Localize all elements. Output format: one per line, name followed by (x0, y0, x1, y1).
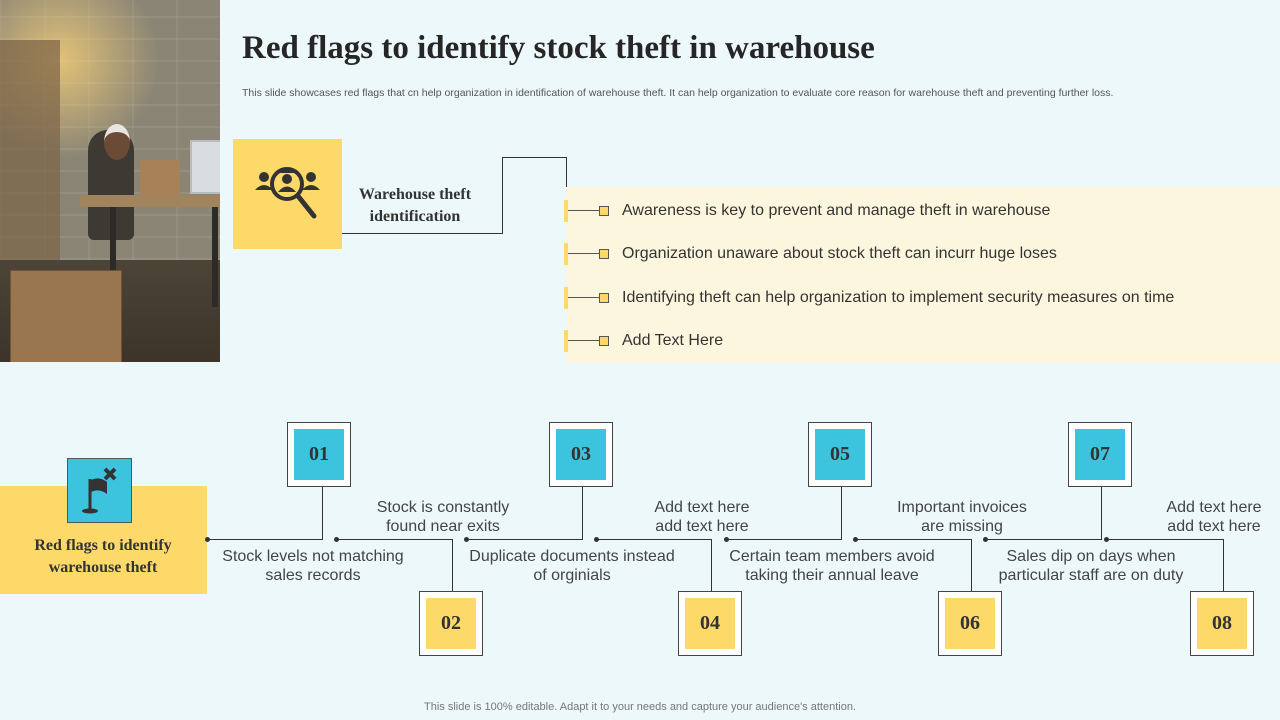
step-number-box-03: 03 (549, 422, 613, 487)
red-flags-label-line2: warehouse theft (48, 559, 158, 576)
identification-icon-box (233, 139, 342, 249)
bullet-item: Add Text Here (564, 330, 1280, 352)
step-text-line: add text here (655, 518, 749, 535)
step-number: 03 (556, 429, 606, 480)
step-number-box-07: 07 (1068, 422, 1132, 487)
step-number: 01 (294, 429, 344, 480)
connector-line (502, 157, 503, 234)
step-text-line: Add text here (654, 499, 750, 516)
red-flags-label-line1: Red flags to identify (34, 537, 172, 554)
step-text-line: Stock levels not matching (222, 548, 404, 565)
step-number: 06 (945, 598, 995, 649)
step-number-box-05: 05 (808, 422, 872, 487)
step-text-08: Add text here add text here (1150, 498, 1278, 536)
connector-line (502, 157, 567, 158)
step-text-line: of orginials (533, 567, 611, 584)
timeline-line (336, 539, 452, 540)
timeline-line (466, 539, 582, 540)
step-text-line: taking their annual leave (745, 567, 919, 584)
step-text-line: Duplicate documents instead (469, 548, 675, 565)
bullet-text: Awareness is key to prevent and manage t… (622, 202, 1051, 219)
timeline-line (711, 539, 712, 591)
connector-line (342, 233, 502, 234)
step-text-line: Certain team members avoid (729, 548, 935, 565)
identification-label-line1: Warehouse theft (358, 186, 472, 203)
slide-subtitle: This slide showcases red flags that cn h… (242, 87, 1114, 99)
timeline-line (582, 487, 583, 540)
identification-label-line2: identification (369, 208, 461, 225)
step-text-line: found near exits (386, 518, 500, 535)
step-text-line: Stock is constantly (376, 499, 510, 516)
timeline-line (322, 487, 323, 540)
step-text-line: Add text here (1166, 499, 1262, 516)
step-number-box-08: 08 (1190, 591, 1254, 656)
bullet-item: Organization unaware about stock theft c… (564, 243, 1280, 265)
timeline-line (207, 539, 322, 540)
step-text-06: Important invoices are missing (862, 498, 1062, 536)
bullet-text: Identifying theft can help organization … (622, 289, 1175, 306)
step-number: 08 (1197, 598, 1247, 649)
identification-label: Warehouse theft identification (342, 184, 488, 228)
timeline-line (1223, 539, 1224, 591)
bullet-text: Organization unaware about stock theft c… (622, 245, 1057, 262)
step-text-line: particular staff are on duty (998, 567, 1184, 584)
timeline-line (1106, 539, 1224, 540)
bullet-text: Add Text Here (622, 332, 724, 349)
timeline-line (985, 539, 1101, 540)
step-text-07: Sales dip on days when particular staff … (981, 547, 1201, 585)
step-number: 05 (815, 429, 865, 480)
step-number-box-04: 04 (678, 591, 742, 656)
step-number: 02 (426, 598, 476, 649)
timeline-line (841, 487, 842, 540)
step-number-box-01: 01 (287, 422, 351, 487)
bullet-item: Awareness is key to prevent and manage t… (564, 200, 1280, 222)
step-text-line: Important invoices (897, 499, 1027, 516)
step-number-box-06: 06 (938, 591, 1002, 656)
step-number: 04 (685, 598, 735, 649)
step-text-line: add text here (1167, 518, 1261, 535)
step-text-line: sales records (265, 567, 361, 584)
timeline-line (1101, 487, 1102, 540)
step-number: 07 (1075, 429, 1125, 480)
step-text-line: Sales dip on days when (1006, 548, 1176, 565)
theft-search-icon (255, 167, 320, 219)
step-text-line: are missing (921, 518, 1003, 535)
timeline-line (971, 539, 972, 591)
step-number-box-02: 02 (419, 591, 483, 656)
step-text-01: Stock levels not matching sales records (213, 547, 413, 585)
step-text-04: Add text here add text here (622, 498, 782, 536)
step-text-02: Stock is constantly found near exits (343, 498, 543, 536)
bullet-item: Identifying theft can help organization … (564, 287, 1280, 309)
step-text-03: Duplicate documents instead of orginials (462, 547, 682, 585)
slide-title: Red flags to identify stock theft in war… (242, 30, 875, 66)
bullet-panel (566, 187, 1280, 363)
timeline-line (726, 539, 842, 540)
timeline-line (596, 539, 712, 540)
timeline-line (855, 539, 971, 540)
step-text-05: Certain team members avoid taking their … (722, 547, 942, 585)
red-flags-label: Red flags to identify warehouse theft (8, 535, 198, 579)
flag-icon (82, 467, 117, 514)
timeline-line (452, 539, 453, 591)
warehouse-worker-photo (0, 0, 220, 362)
flag-icon-box (67, 458, 132, 523)
slide-footer: This slide is 100% editable. Adapt it to… (424, 701, 856, 713)
